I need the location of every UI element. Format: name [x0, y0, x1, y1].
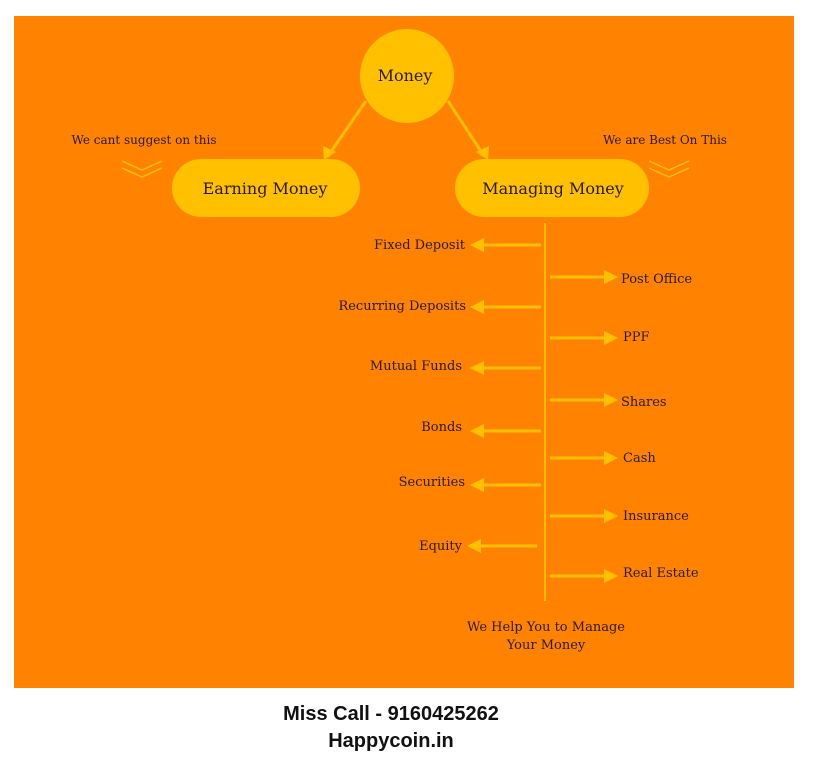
- left-item-label: Mutual Funds: [370, 359, 462, 374]
- managing-note: We are Best On This: [603, 133, 727, 147]
- root-to-managing-connector: [446, 100, 486, 157]
- right-item-label: Cash: [623, 451, 656, 466]
- right-item: Cash: [550, 451, 656, 466]
- left-item-label: Recurring Deposits: [338, 299, 466, 314]
- left-item: Fixed Deposit: [374, 238, 541, 253]
- earning-note: We cant suggest on this: [72, 133, 217, 147]
- managing-money-label: Managing Money: [482, 179, 624, 198]
- right-item: Real Estate: [550, 566, 699, 583]
- right-item: PPF: [550, 330, 650, 345]
- left-item-label: Bonds: [421, 420, 462, 435]
- right-item-label: Shares: [621, 395, 667, 410]
- right-item-label: PPF: [623, 330, 650, 345]
- left-item-label: Fixed Deposit: [374, 238, 466, 253]
- poster: Money Earning Money We cant suggest on t…: [14, 16, 794, 688]
- left-item: Securities: [399, 475, 541, 492]
- root-label: Money: [378, 66, 433, 85]
- managing-money-node: [455, 159, 649, 217]
- footer-website: Happycoin.in: [328, 730, 454, 752]
- money-diagram: Money Earning Money We cant suggest on t…: [72, 29, 727, 653]
- left-item: Bonds: [421, 420, 541, 438]
- right-item-label: Post Office: [621, 272, 692, 287]
- tagline-line-1: We Help You to Manage: [467, 620, 625, 635]
- earning-chevron-icon: [121, 160, 163, 178]
- left-item-label: Equity: [419, 539, 463, 554]
- tagline-line-2: Your Money: [506, 638, 586, 653]
- footer-phone: Miss Call - 9160425262: [283, 703, 499, 725]
- right-item: Shares: [550, 393, 667, 410]
- root-to-earning-connector: [326, 100, 368, 157]
- earning-money-node: [172, 159, 360, 217]
- earning-money-label: Earning Money: [203, 179, 328, 198]
- managing-chevron-icon: [648, 160, 690, 178]
- right-item-label: Real Estate: [623, 566, 699, 581]
- left-item: Equity: [419, 539, 537, 554]
- root-to-managing-arrowhead: [476, 146, 489, 160]
- left-item: Mutual Funds: [370, 359, 541, 375]
- left-item: Recurring Deposits: [338, 299, 541, 314]
- right-item: Post Office: [550, 270, 692, 287]
- root-node: [360, 29, 454, 123]
- root-to-earning-arrowhead: [323, 146, 336, 160]
- left-item-label: Securities: [399, 475, 465, 490]
- right-item-label: Insurance: [623, 509, 689, 524]
- right-item: Insurance: [550, 509, 689, 524]
